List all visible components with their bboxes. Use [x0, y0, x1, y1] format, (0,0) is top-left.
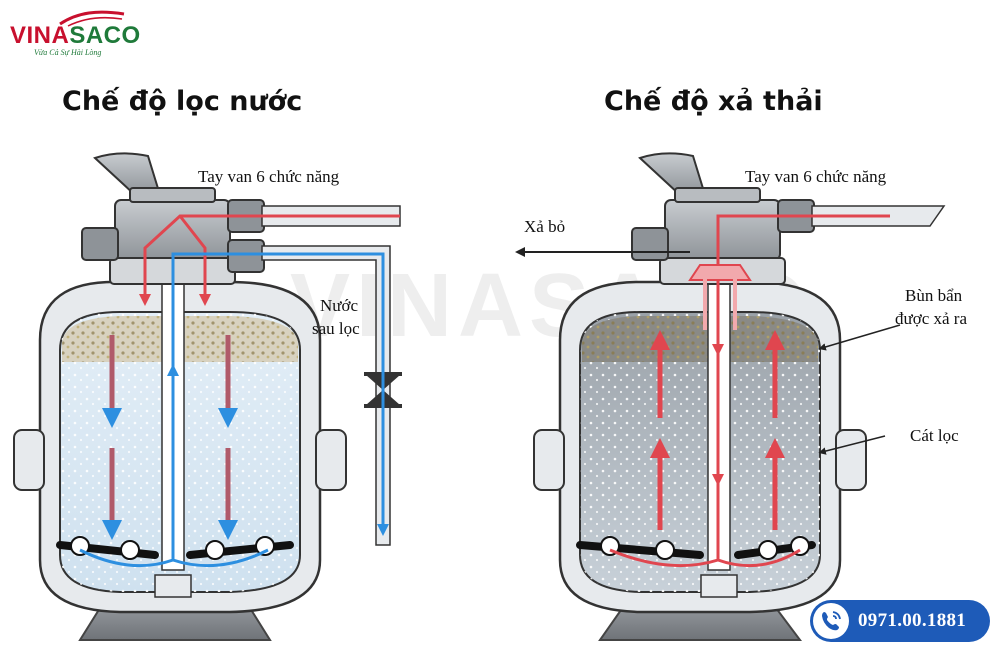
left-filtered-water-label-line2: sau lọc [312, 319, 360, 338]
right-panel-title: Chế độ xả thải [604, 86, 823, 117]
dirty-sludge-label-line1: Bùn bẩn [905, 286, 963, 305]
phone-number: 0971.00.1881 [858, 610, 967, 631]
left-panel-title: Chế độ lọc nước [62, 86, 303, 117]
logo-brand: VINASACO [10, 22, 141, 49]
filter-sand-label: Cát lọc [910, 426, 959, 445]
logo-tagline: Vừa Cả Sự Hài Lòng [34, 48, 102, 57]
phone-icon [822, 611, 841, 631]
logo-swirl-icon [59, 10, 125, 27]
discharge-label: Xả bỏ [524, 217, 566, 236]
left-valve-label: Tay van 6 chức năng [198, 167, 340, 186]
right-filter [515, 152, 946, 641]
phone-icon-wrap [813, 603, 849, 639]
vinasaco-logo: VINASACO Vừa Cả Sự Hài Lòng [8, 6, 140, 57]
right-valve-label: Tay van 6 chức năng [745, 167, 887, 186]
left-filter [13, 152, 402, 641]
left-valve-body [114, 199, 231, 261]
dirty-sludge-label-line2: được xả ra [895, 309, 968, 328]
left-filtered-water-label-line1: Nước [320, 296, 359, 315]
phone-contact-button[interactable]: 0971.00.1881 [810, 600, 990, 642]
logo-wordmark: VINASACO [10, 22, 141, 50]
